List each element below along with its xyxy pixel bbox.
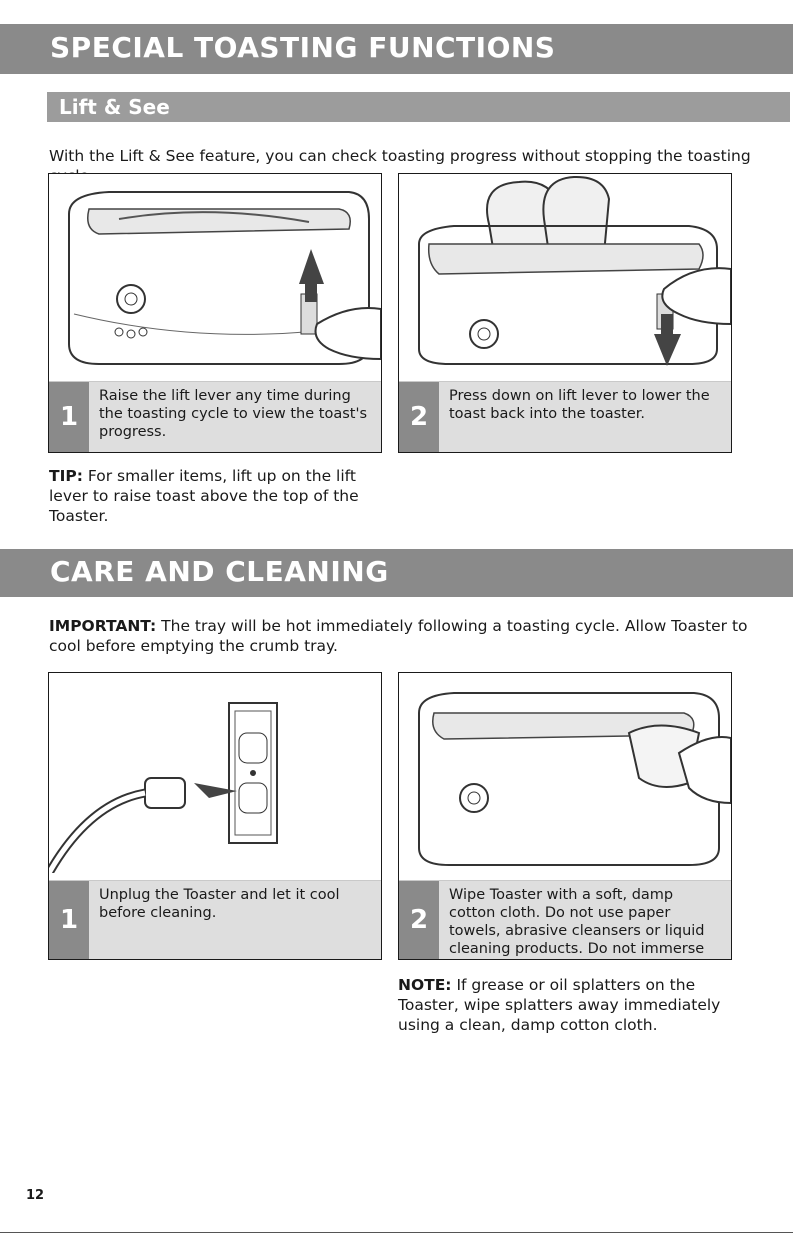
unplug-outlet-illustration <box>49 702 278 873</box>
step-number: 1 <box>49 382 89 452</box>
section-title: CARE AND CLEANING <box>50 555 389 588</box>
step-caption: 2 Wipe Toaster with a soft, damp cotton … <box>399 880 731 959</box>
tip-text: For smaller items, lift up on the lift l… <box>49 467 359 525</box>
step-text: Press down on lift lever to lower the to… <box>449 388 710 422</box>
step-panel-unplug: 1 Unplug the Toaster and let it cool bef… <box>48 672 382 960</box>
step-panel-wipe: 2 Wipe Toaster with a soft, damp cotton … <box>398 672 732 960</box>
step-caption: 2 Press down on lift lever to lower the … <box>399 381 731 452</box>
note-paragraph: NOTE: If grease or oil splatters on the … <box>398 975 728 1035</box>
step-number: 1 <box>49 881 89 959</box>
note-label: NOTE: <box>398 976 452 994</box>
step-caption: 1 Raise the lift lever any time during t… <box>49 381 381 452</box>
important-text: The tray will be hot immediately followi… <box>49 617 748 655</box>
subsection-title: Lift & See <box>59 95 170 119</box>
subsection-banner-lift-see: Lift & See <box>47 92 790 122</box>
tip-paragraph: TIP: For smaller items, lift up on the l… <box>49 466 369 526</box>
step-panel-raise-lever: 1 Raise the lift lever any time during t… <box>48 173 382 453</box>
section-banner-care: CARE AND CLEANING <box>0 549 793 597</box>
step-caption: 1 Unplug the Toaster and let it cool bef… <box>49 880 381 959</box>
step-number: 2 <box>399 881 439 959</box>
toaster-lever-down-illustration <box>418 175 731 366</box>
important-label: IMPORTANT: <box>49 617 157 635</box>
step-text: Unplug the Toaster and let it cool befor… <box>99 887 340 921</box>
step-text: Wipe Toaster with a soft, damp cotton cl… <box>449 887 705 957</box>
step-panel-lower-lever: 2 Press down on lift lever to lower the … <box>398 173 732 453</box>
section-title: SPECIAL TOASTING FUNCTIONS <box>50 31 556 64</box>
toaster-lever-up-illustration <box>68 191 381 365</box>
section-banner-special: SPECIAL TOASTING FUNCTIONS <box>0 24 793 74</box>
note-text: If grease or oil splatters on the Toaste… <box>398 976 721 1034</box>
step-number: 2 <box>399 382 439 452</box>
wipe-toaster-illustration <box>418 692 731 866</box>
page-number: 12 <box>26 1188 45 1203</box>
step-text: Raise the lift lever any time during the… <box>99 388 367 440</box>
important-paragraph: IMPORTANT: The tray will be hot immediat… <box>49 616 749 656</box>
footer-rule <box>0 1232 793 1233</box>
tip-label: TIP: <box>49 467 83 485</box>
